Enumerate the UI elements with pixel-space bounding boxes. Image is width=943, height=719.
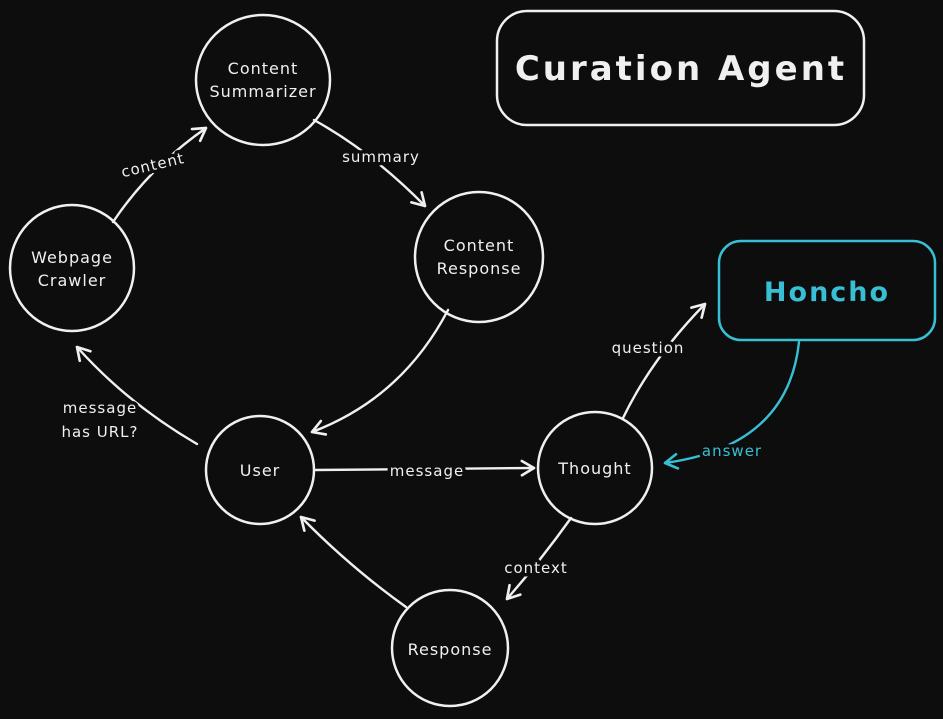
- edges-layer: [75, 118, 801, 609]
- node-webpage-crawler: Webpage Crawler: [8, 203, 136, 333]
- edge-label-content: content: [119, 149, 186, 181]
- edge-label-message: message: [390, 462, 464, 480]
- title-box-outline: [495, 9, 866, 127]
- edge-summary-arrow: [312, 118, 427, 208]
- edge-label-context: context: [504, 559, 568, 577]
- node-content-summarizer-label-line2: Summarizer: [209, 82, 316, 101]
- node-webpage-crawler-label-line2: Crawler: [38, 271, 107, 290]
- node-honcho-outline: [717, 239, 937, 342]
- edge-label-message-has-url-line2: has URL?: [61, 423, 138, 441]
- node-content-summarizer-circle: [194, 13, 332, 147]
- node-user: User: [204, 414, 316, 526]
- edge-labels-layer: content summary message has URL? message…: [58, 145, 765, 581]
- node-content-response: Content Response: [413, 190, 545, 324]
- node-response: Response: [390, 588, 510, 708]
- edge-label-summary: summary: [342, 148, 420, 166]
- edge-content-arrow: [111, 126, 208, 224]
- node-response-circle: [390, 588, 510, 708]
- node-honcho: Honcho: [717, 239, 937, 342]
- node-thought: Thought: [536, 410, 654, 526]
- diagram-title: Curation Agent: [515, 49, 847, 89]
- edge-answer-arrow: [663, 340, 801, 470]
- node-content-summarizer: Content Summarizer: [194, 13, 332, 147]
- node-user-circle: [204, 414, 316, 526]
- node-content-summarizer-label-line1: Content: [228, 59, 299, 78]
- edge-message-has-url-arrow: [75, 345, 199, 446]
- node-content-response-circle: [413, 190, 545, 324]
- edge-label-answer: answer: [702, 442, 762, 460]
- edge-context-arrow: [505, 516, 573, 601]
- edge-question-arrow: [621, 302, 707, 420]
- node-response-label: Response: [408, 640, 493, 659]
- edge-message-arrow: [313, 459, 536, 477]
- node-webpage-crawler-label-line1: Webpage: [31, 248, 113, 267]
- edge-response-to-user-arrow: [299, 515, 408, 609]
- node-content-response-label-line2: Response: [437, 259, 522, 278]
- title-box: Curation Agent: [495, 9, 866, 127]
- edge-content-response-to-user-arrow: [310, 308, 450, 436]
- edge-label-message-has-url-line1: message: [63, 399, 137, 417]
- node-content-response-label-line1: Content: [444, 236, 515, 255]
- node-webpage-crawler-circle: [8, 203, 136, 333]
- edge-label-question: question: [612, 339, 685, 357]
- node-thought-label: Thought: [557, 459, 631, 478]
- node-thought-circle: [536, 410, 654, 526]
- nodes-layer: Curation Agent Content Summarizer Webpag…: [8, 9, 937, 708]
- node-user-label: User: [240, 461, 280, 480]
- node-honcho-label: Honcho: [764, 277, 890, 308]
